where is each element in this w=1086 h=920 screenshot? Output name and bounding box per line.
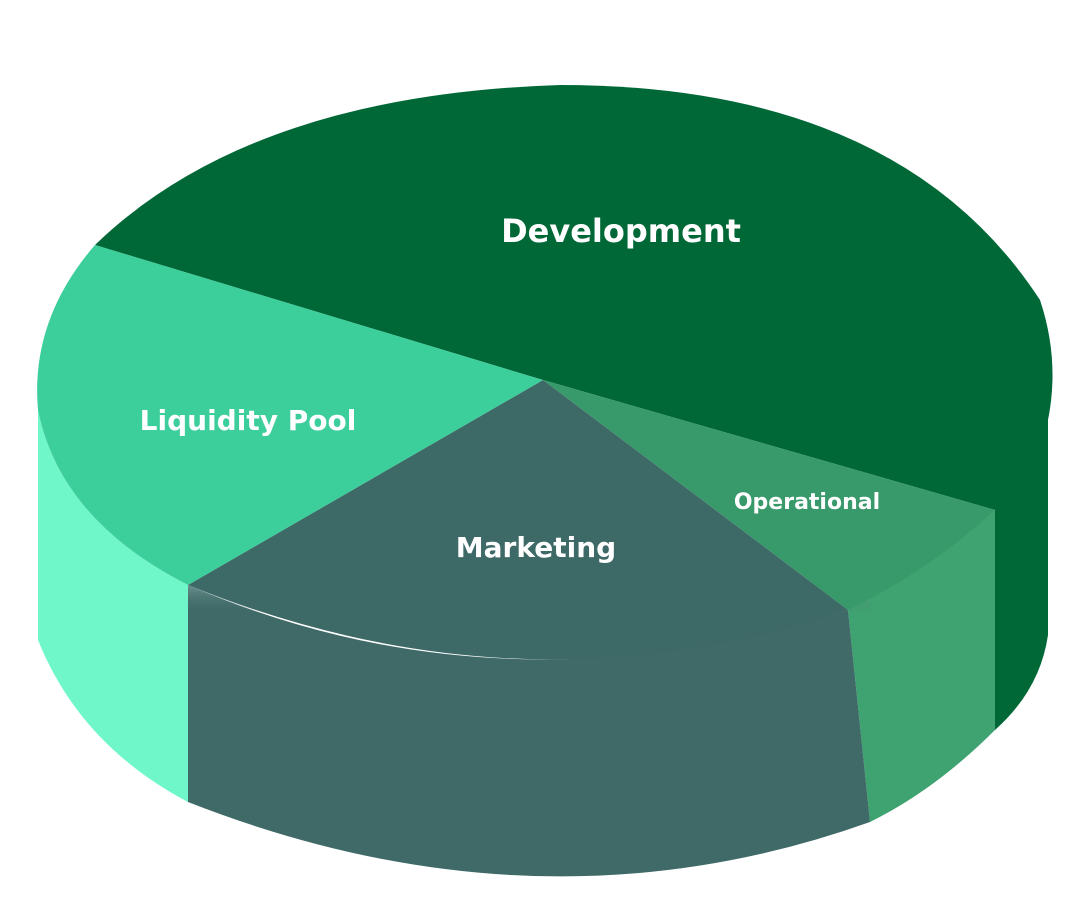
side-development: [995, 420, 1048, 730]
slice-liquidity-pool[interactable]: [37, 245, 543, 585]
label-liquidity-pool: Liquidity Pool: [140, 404, 357, 437]
side-liquidity-pool: [38, 410, 188, 802]
slice-marketing[interactable]: [188, 380, 848, 660]
label-operational: Operational: [734, 490, 880, 515]
slice-operational[interactable]: [543, 380, 995, 610]
label-development: Development: [501, 212, 741, 250]
label-marketing: Marketing: [456, 531, 616, 564]
slice-development[interactable]: [95, 85, 1053, 510]
pie-top: [37, 85, 1053, 660]
